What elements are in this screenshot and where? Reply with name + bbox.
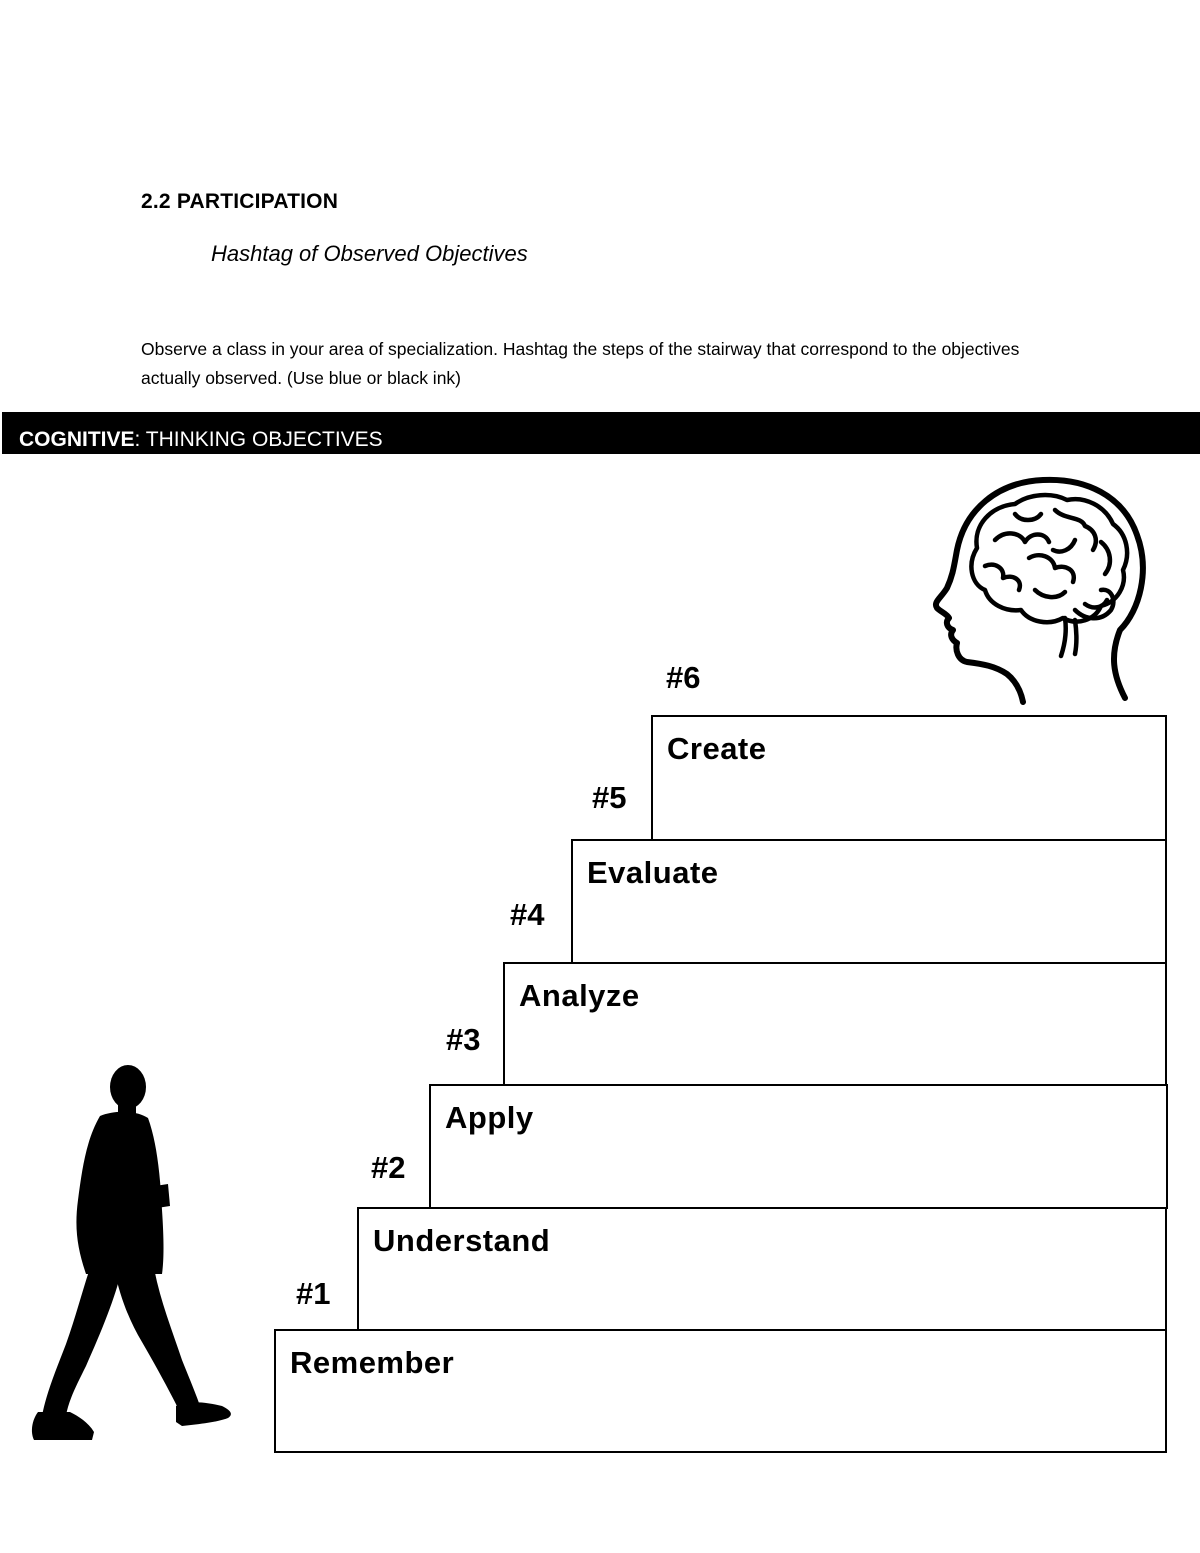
hashtag-5: #5 bbox=[592, 780, 627, 815]
head-with-brain-icon bbox=[933, 476, 1146, 705]
hashtag-6: #6 bbox=[666, 660, 701, 695]
step-label-analyze: Analyze bbox=[519, 978, 640, 1013]
banner-text: COGNITIVE: THINKING OBJECTIVES bbox=[19, 427, 383, 453]
step-understand: Understand bbox=[357, 1207, 1167, 1331]
step-apply: Apply bbox=[429, 1084, 1168, 1209]
section-title: 2.2 PARTICIPATION bbox=[141, 190, 339, 213]
step-label-understand: Understand bbox=[373, 1223, 551, 1258]
step-label-create: Create bbox=[667, 731, 767, 766]
instructions-text: Observe a class in your area of speciali… bbox=[141, 339, 1020, 388]
step-create: Create bbox=[651, 715, 1167, 841]
step-evaluate: Evaluate bbox=[571, 839, 1167, 964]
walking-person-silhouette-icon bbox=[31, 1065, 231, 1440]
banner-rest: : THINKING OBJECTIVES bbox=[134, 428, 383, 451]
step-label-remember: Remember bbox=[290, 1345, 455, 1380]
step-label-evaluate: Evaluate bbox=[587, 855, 719, 890]
step-analyze: Analyze bbox=[503, 962, 1167, 1086]
hashtag-4: #4 bbox=[510, 897, 545, 932]
hashtag-3: #3 bbox=[446, 1022, 481, 1057]
step-remember: Remember bbox=[274, 1329, 1167, 1453]
step-label-apply: Apply bbox=[445, 1100, 534, 1135]
section-subtitle: Hashtag of Observed Objectives bbox=[211, 241, 528, 266]
hashtag-1: #1 bbox=[296, 1276, 331, 1311]
cognitive-banner: COGNITIVE: THINKING OBJECTIVES bbox=[2, 412, 1200, 454]
hashtag-2: #2 bbox=[371, 1150, 406, 1185]
banner-bold: COGNITIVE bbox=[19, 428, 135, 451]
